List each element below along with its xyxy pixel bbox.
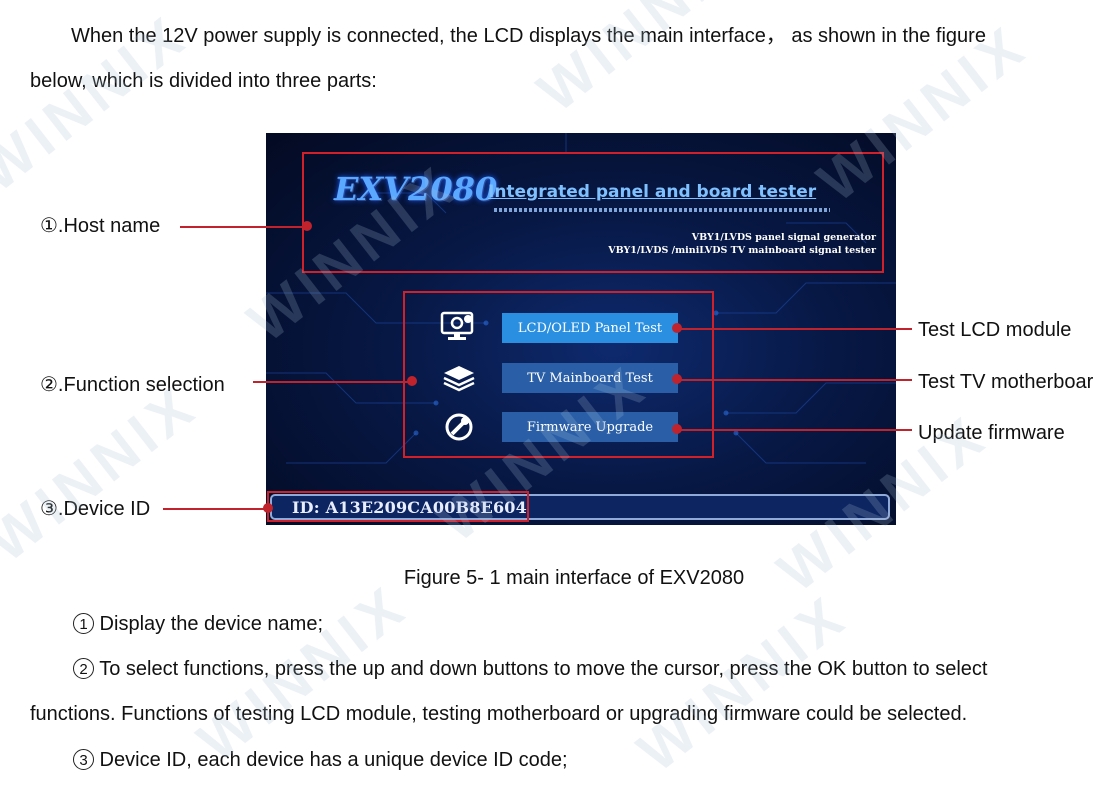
watermark: WINNIX [526,0,760,125]
description-item-2-continued: functions. Functions of testing LCD modu… [30,703,968,725]
test-lcd-module-label: Test LCD module [918,319,1072,341]
host-name-callout-dot [302,221,312,231]
function-selection-callout-dot [407,376,417,386]
description-text-3: Device ID, each device has a unique devi… [94,749,568,771]
firmware-callout-line [680,429,912,431]
lcd-test-callout-dot [672,323,682,333]
monitor-gear-icon [440,311,474,340]
tv-test-callout-dot [672,374,682,384]
device-id-bar [270,494,890,520]
function-selection-callout-line [253,381,415,383]
item-number-3: 3 [73,749,94,770]
layers-icon [443,366,475,392]
intro-paragraph-line-1: When the 12V power supply is connected, … [71,25,986,47]
circuit-background-decoration [266,133,896,464]
intro-paragraph-line-2: below, which is divided into three parts… [30,70,377,92]
wrench-gear-icon [445,413,473,441]
description-item-2: 2 To select functions, press the up and … [73,657,987,681]
item-number-1: 1 [73,613,94,634]
figure-caption: Figure 5- 1 main interface of EXV2080 [403,567,745,589]
description-item-3: 3 Device ID, each device has a unique de… [73,748,568,772]
lcd-oled-panel-test-button[interactable]: LCD/OLED Panel Test [502,313,678,343]
host-tagline: Integrated panel and board tester [488,182,817,202]
update-firmware-label: Update firmware [918,422,1065,444]
function-selection-callout-label: ②.Function selection [40,374,225,396]
device-id-callout-dot [263,503,273,513]
item-number-2: 2 [73,658,94,679]
watermark: WINNIX [0,372,210,575]
device-id-highlight-box [267,491,529,522]
device-id-callout-line [163,508,269,510]
description-item-1: 1 Display the device name; [73,612,323,636]
lcd-test-callout-line [680,328,912,330]
host-name-callout-label: ①.Host name [40,215,161,237]
device-id-callout-label: ③.Device ID [40,498,151,520]
tv-mainboard-test-button[interactable]: TV Mainboard Test [502,363,678,393]
firmware-upgrade-button[interactable]: Firmware Upgrade [502,412,678,442]
host-name-highlight-box [302,152,884,273]
host-name-logo: EXV2080 [334,170,498,208]
tagline-dotted-underline [494,208,830,212]
host-subtitle-1: VBY1/LVDS panel signal generator [691,232,876,243]
description-text-2: To select functions, press the up and do… [94,658,988,680]
function-selection-highlight-box [403,291,714,458]
host-name-callout-line [180,226,308,228]
host-subtitle-2: VBY1/LVDS /miniLVDS TV mainboard signal … [608,245,876,256]
watermark: WINNIX [626,582,860,785]
tv-test-callout-line [680,379,912,381]
device-id-text: ID: A13E209CA00B8E604 [292,498,527,517]
description-text-1: Display the device name; [94,613,324,635]
firmware-callout-dot [672,424,682,434]
test-tv-motherboard-label: Test TV motherboar [918,371,1094,393]
